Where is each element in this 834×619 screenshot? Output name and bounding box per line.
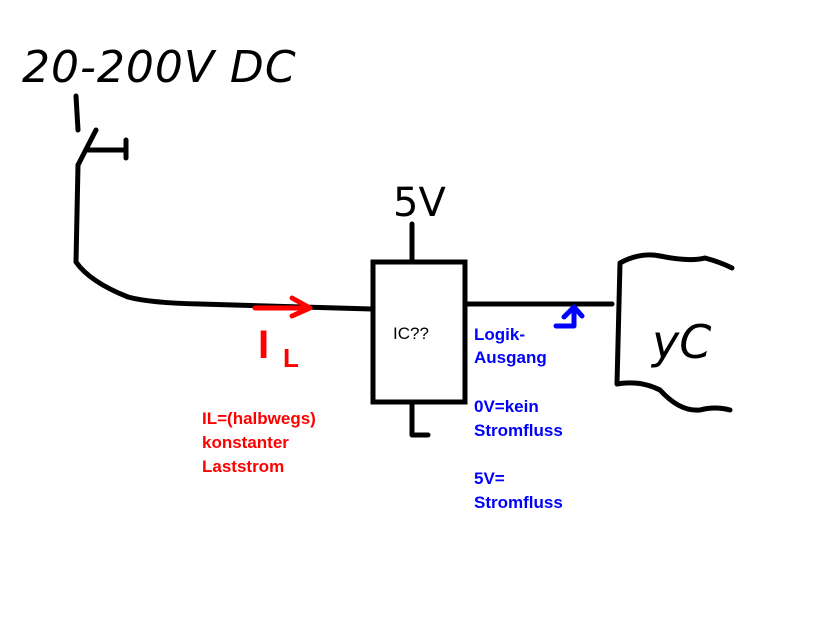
ic-box — [370, 259, 468, 405]
supply-voltage-label: 20-200V DC — [22, 42, 297, 93]
current-note-line-2: konstanter — [202, 433, 289, 452]
output-note-line-7: 5V= — [474, 469, 505, 488]
ic-label: IC?? — [393, 324, 429, 343]
logic-output-arrow — [553, 304, 585, 329]
output-note-line-1: Logik- — [474, 325, 525, 344]
current-subscript: L — [283, 343, 299, 373]
output-note-line-4: 0V=kein — [474, 397, 539, 416]
ground-wire — [409, 399, 431, 438]
microcontroller-label: yC — [650, 315, 711, 369]
vcc-label: 5V — [393, 180, 446, 226]
switch-icon — [73, 93, 129, 168]
output-note-line-5: Stromfluss — [474, 421, 563, 440]
current-arrow — [252, 295, 313, 319]
output-note-line-8: Stromfluss — [474, 493, 563, 512]
current-note-line-1: IL=(halbwegs) — [202, 409, 316, 428]
output-note-line-2: Ausgang — [474, 348, 547, 367]
current-note-line-3: Laststrom — [202, 457, 284, 476]
current-symbol: I — [258, 323, 269, 367]
supply-wire — [73, 162, 375, 312]
microcontroller-outline — [614, 252, 735, 413]
